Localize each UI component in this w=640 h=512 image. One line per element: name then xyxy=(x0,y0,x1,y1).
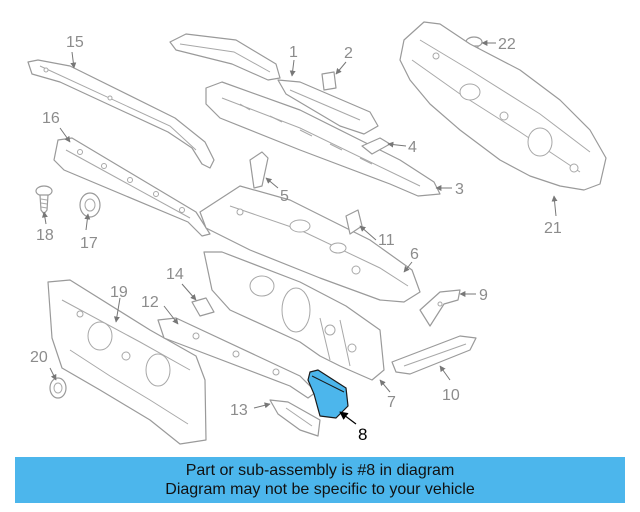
part-15-rail xyxy=(27,59,215,169)
part-14-bracket xyxy=(191,297,215,317)
callout-6: 6 xyxy=(410,246,419,263)
callout-17: 17 xyxy=(80,235,98,252)
part-5-strip xyxy=(249,151,269,189)
callout-12: 12 xyxy=(141,294,159,311)
part-16-crossbar xyxy=(53,137,211,237)
part-6-cowl-panel xyxy=(199,185,421,303)
part-13-bracket xyxy=(269,399,321,437)
part-2-clip xyxy=(321,71,337,91)
callout-7: 7 xyxy=(387,394,396,411)
callout-8: 8 xyxy=(358,425,367,444)
leader-lines xyxy=(41,40,558,425)
callout-16: 16 xyxy=(42,110,60,127)
callout-20: 20 xyxy=(30,349,48,366)
callout-18: 18 xyxy=(36,227,54,244)
callout-14: 14 xyxy=(166,266,184,283)
part-17-grommet xyxy=(79,192,101,218)
part-7-firewall xyxy=(203,251,385,381)
footer-banner: Part or sub-assembly is #8 in diagram Di… xyxy=(15,457,625,503)
part-18-screw xyxy=(35,185,53,215)
callout-1: 1 xyxy=(289,44,298,61)
footer-line-part-number: Part or sub-assembly is #8 in diagram xyxy=(185,462,455,479)
callout-10: 10 xyxy=(442,387,460,404)
callout-9: 9 xyxy=(479,287,488,304)
part-19-insulator xyxy=(47,279,207,445)
part-20-plug xyxy=(49,377,67,399)
callout-19: 19 xyxy=(110,284,128,301)
part-3-cowl-grille xyxy=(205,81,441,197)
footer-line-disclaimer: Diagram may not be specific to your vehi… xyxy=(165,481,475,498)
callout-11: 11 xyxy=(378,232,395,249)
callout-13: 13 xyxy=(230,402,248,419)
parts-diagram: 1 2 3 4 5 6 7 8 9 10 11 12 13 14 15 16 1… xyxy=(27,21,607,445)
callout-5: 5 xyxy=(280,188,289,205)
part-21-assembly xyxy=(399,21,607,191)
callout-labels: 1 2 3 4 5 6 7 8 9 10 11 12 13 14 15 16 1… xyxy=(30,34,562,444)
part-cowl-strip xyxy=(277,79,379,135)
part-10-rail xyxy=(391,335,477,375)
callout-4: 4 xyxy=(408,139,417,156)
callout-22: 22 xyxy=(498,36,516,53)
part-8-highlighted xyxy=(307,369,349,419)
callout-2: 2 xyxy=(344,45,353,62)
callout-21: 21 xyxy=(544,220,562,237)
callout-3: 3 xyxy=(455,181,464,198)
callout-15: 15 xyxy=(66,34,84,51)
part-9-bracket xyxy=(419,289,461,327)
part-1-top-panel xyxy=(169,33,281,81)
part-12-panel xyxy=(157,317,317,399)
